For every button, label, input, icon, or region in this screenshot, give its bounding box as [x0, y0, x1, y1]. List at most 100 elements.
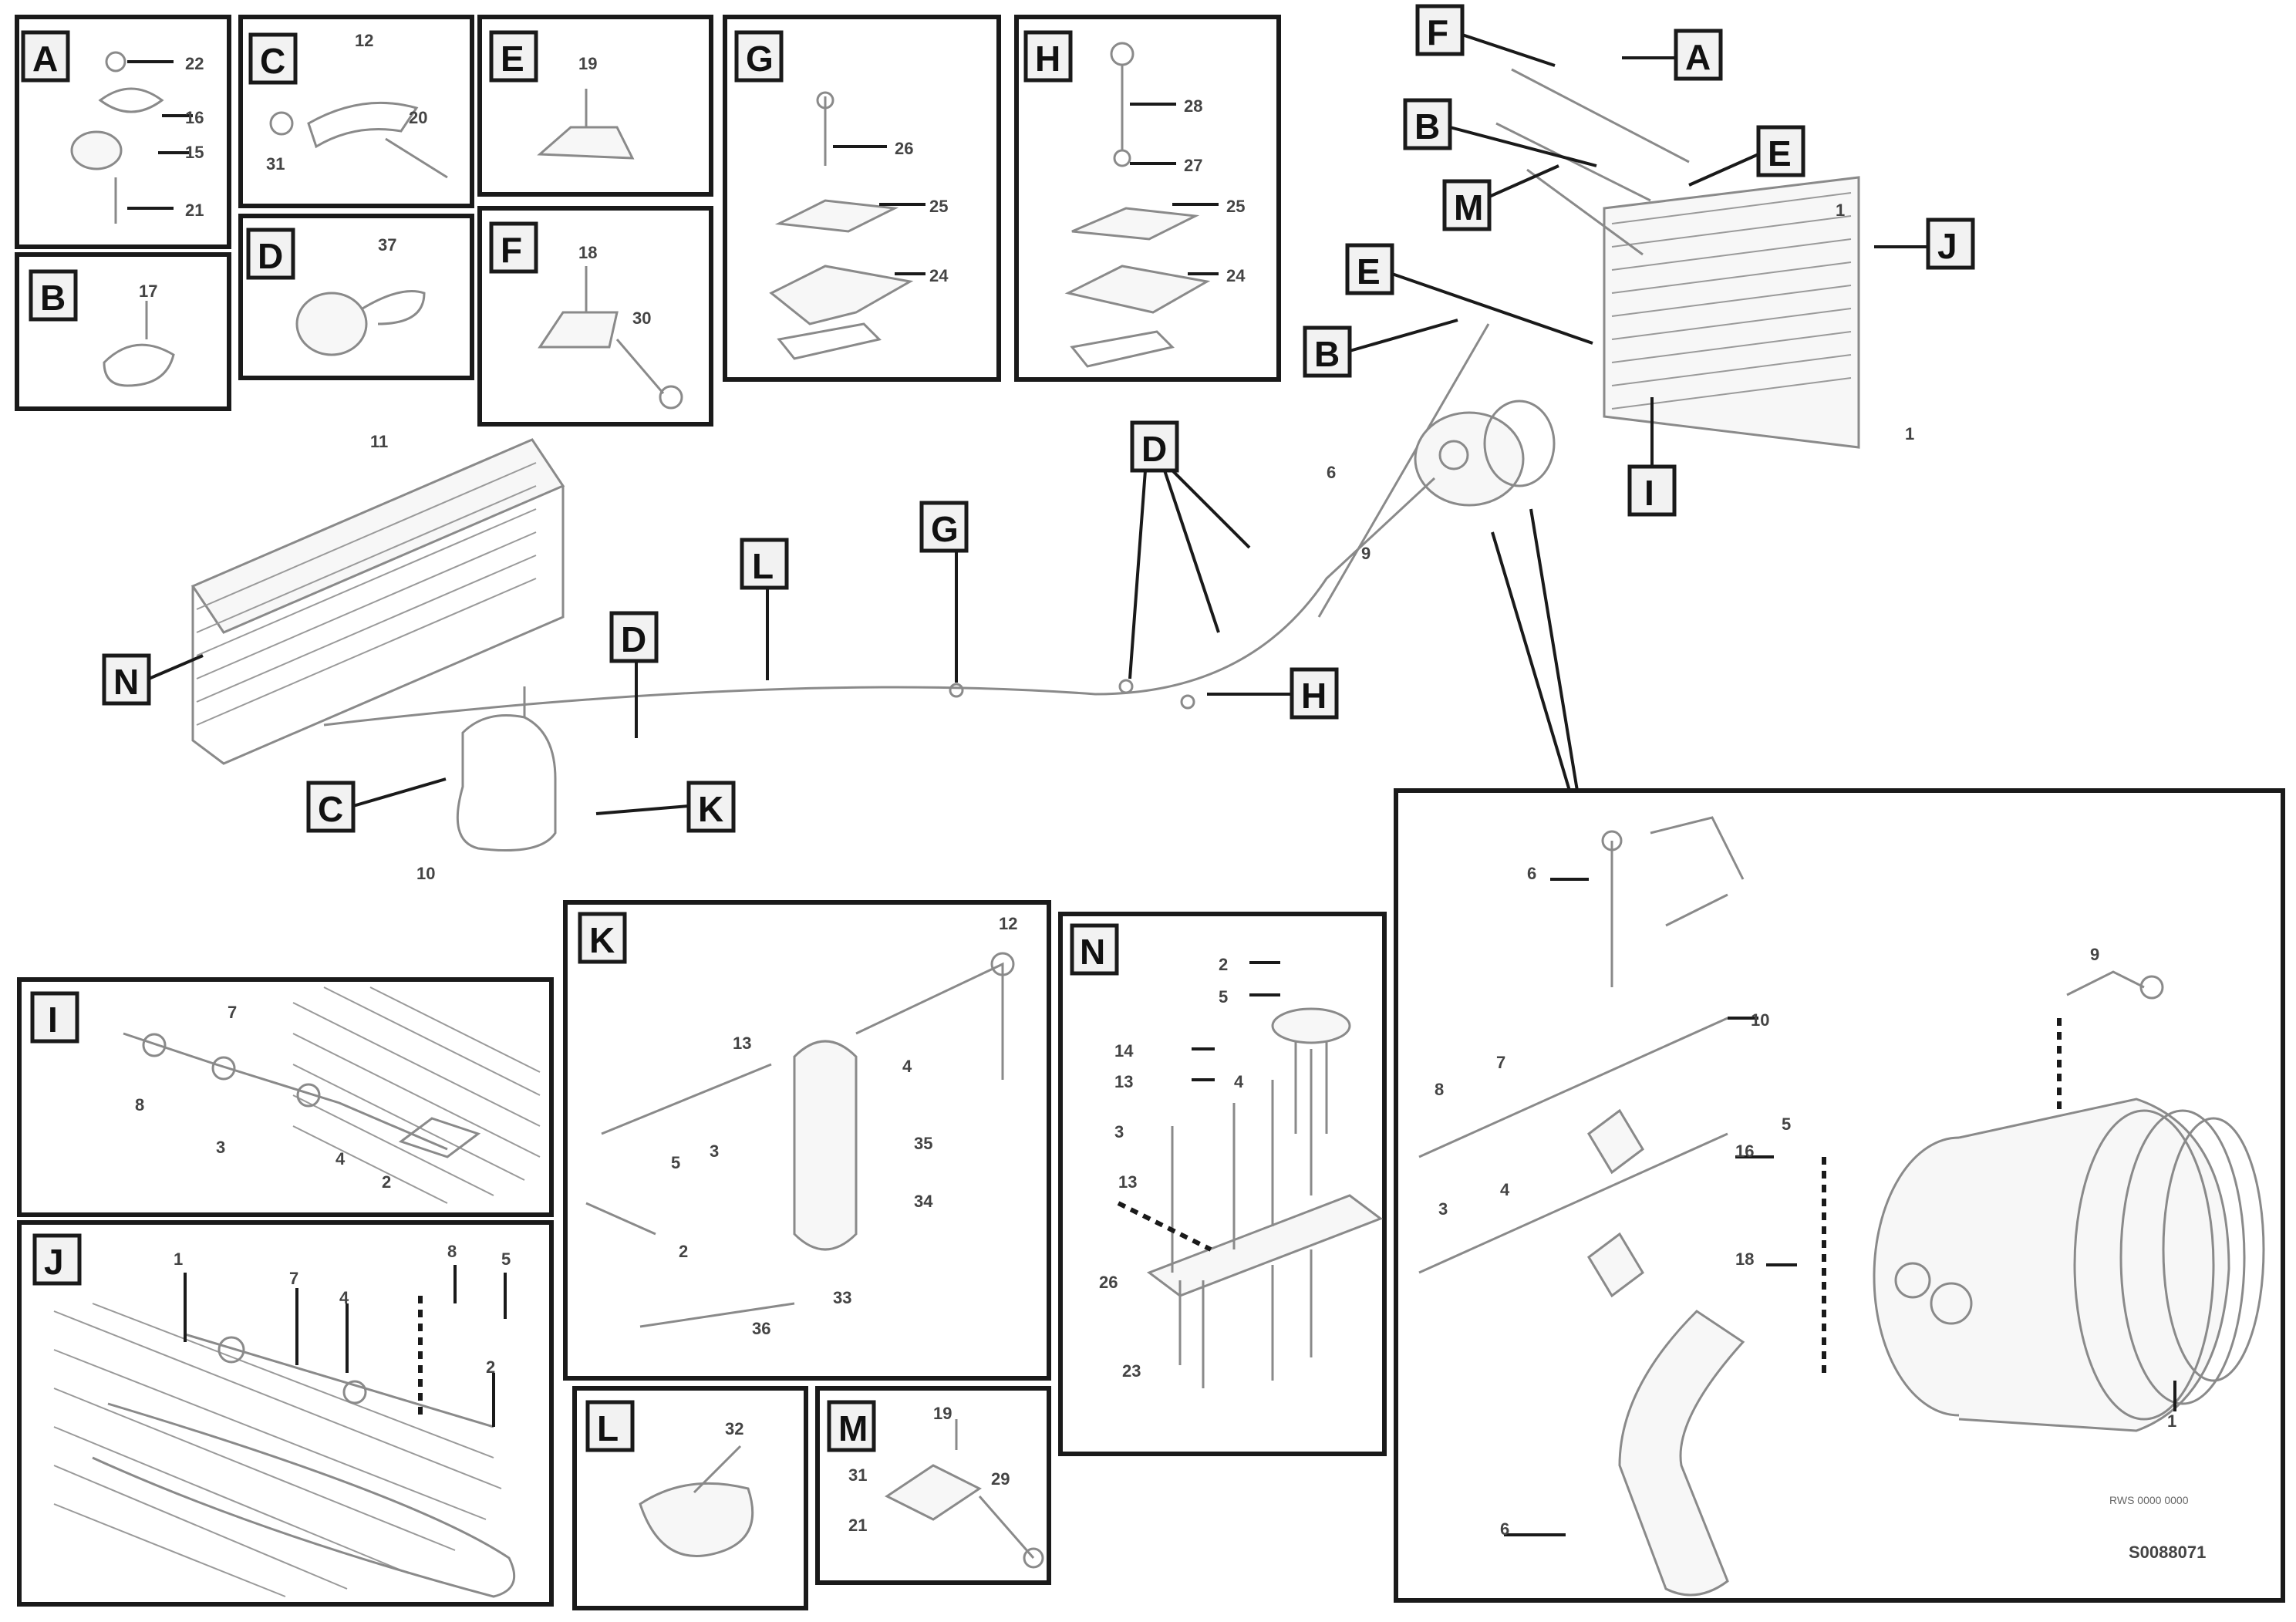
label-4-n: 4 — [1234, 1072, 1244, 1091]
label-1-top: 1 — [1836, 201, 1845, 220]
label-32: 32 — [725, 1419, 743, 1438]
callout-label-M: M — [838, 1408, 868, 1448]
label-16-cd: 16 — [1735, 1141, 1754, 1161]
detail-panel-J: J 1 7 4 8 5 2 — [17, 1220, 554, 1607]
detail-panel-M: M 19 31 29 21 — [815, 1386, 1051, 1585]
label-3-n: 3 — [1114, 1122, 1124, 1141]
label-24: 24 — [929, 266, 949, 285]
label-15: 15 — [185, 143, 204, 162]
footnote: RWS 0000 0000 — [2109, 1494, 2189, 1506]
callout-label-F: F — [501, 230, 522, 270]
label-2-j: 2 — [486, 1357, 495, 1377]
main-callouts-top-right: F A B E M J 1 E B I 1 6 9 — [1303, 4, 1975, 563]
label-22: 22 — [185, 54, 204, 73]
label-9-top: 9 — [1361, 544, 1371, 563]
callout-label-J: J — [44, 1242, 64, 1282]
label-6-top: 6 — [1327, 463, 1336, 482]
label-33: 33 — [833, 1288, 851, 1307]
condenser-assembly — [1317, 68, 1860, 618]
main-callout-E-mid: E — [1357, 251, 1381, 292]
label-8-cd: 8 — [1435, 1080, 1444, 1099]
label-6-cd: 6 — [1527, 864, 1536, 883]
main-callout-L: L — [752, 546, 774, 586]
label-12: 12 — [355, 31, 373, 50]
label-27: 27 — [1184, 156, 1202, 175]
label-36: 36 — [752, 1319, 770, 1338]
label-24-h: 24 — [1226, 266, 1246, 285]
label-31: 31 — [266, 154, 285, 174]
callout-label-L: L — [597, 1408, 619, 1448]
main-callout-F-top: F — [1427, 12, 1448, 52]
label-18: 18 — [578, 243, 597, 262]
label-23: 23 — [1122, 1361, 1141, 1381]
label-13-n2: 13 — [1118, 1172, 1137, 1192]
callout-label-C: C — [260, 41, 285, 81]
detail-panel-L: L 32 — [572, 1386, 808, 1610]
label-28: 28 — [1184, 96, 1202, 116]
label-13-n: 13 — [1114, 1072, 1133, 1091]
label-12-k: 12 — [999, 914, 1017, 933]
label-4-i: 4 — [335, 1149, 346, 1168]
label-26-n: 26 — [1099, 1273, 1118, 1292]
label-16: 16 — [185, 108, 204, 127]
label-21-m: 21 — [848, 1516, 867, 1535]
detail-panel-N: N 2 5 14 13 4 3 13 26 23 — [1058, 912, 1387, 1456]
main-callout-H: H — [1301, 676, 1327, 716]
detail-panel-B: B 17 — [15, 252, 231, 411]
label-5-n: 5 — [1219, 987, 1228, 1007]
label-2-k: 2 — [679, 1242, 688, 1261]
main-callout-E-top: E — [1768, 133, 1792, 174]
main-callout-I: I — [1644, 473, 1654, 513]
label-19: 19 — [578, 54, 597, 73]
main-callout-D-left: D — [621, 619, 646, 659]
label-11: 11 — [370, 432, 388, 451]
label-3-k: 3 — [710, 1141, 719, 1161]
callout-label-H: H — [1035, 39, 1060, 79]
detail-panel-E: E 19 — [477, 15, 713, 197]
compressor-top — [1414, 400, 1556, 507]
detail-panel-D: D 37 — [238, 214, 474, 380]
callout-label-E: E — [501, 39, 524, 79]
main-callout-C: C — [318, 789, 343, 829]
detail-panel-K: K 12 13 4 35 34 5 3 2 33 36 — [563, 900, 1051, 1381]
label-8-j: 8 — [447, 1242, 457, 1261]
label-26: 26 — [895, 139, 913, 158]
callout-label-A: A — [32, 39, 58, 79]
main-callout-M: M — [1454, 187, 1483, 228]
label-31-m: 31 — [848, 1465, 867, 1485]
main-callout-G: G — [931, 509, 959, 549]
label-17: 17 — [139, 282, 157, 301]
label-7-i: 7 — [228, 1003, 237, 1022]
label-7-j: 7 — [289, 1269, 298, 1288]
label-1-cond: 1 — [1905, 424, 1914, 443]
label-29: 29 — [991, 1469, 1010, 1489]
label-9-cd: 9 — [2090, 945, 2099, 964]
callout-label-N: N — [1080, 932, 1105, 972]
main-callout-K: K — [698, 789, 723, 829]
detail-panel-F: F 18 30 — [477, 206, 713, 427]
label-3-cd: 3 — [1438, 1199, 1448, 1219]
detail-panel-C: C 12 20 31 — [238, 15, 474, 208]
label-35: 35 — [914, 1134, 932, 1153]
main-callout-N: N — [113, 662, 139, 702]
label-2-n: 2 — [1219, 955, 1228, 974]
label-5-cd: 5 — [1782, 1114, 1791, 1134]
label-20: 20 — [409, 108, 427, 127]
label-4-cd: 4 — [1500, 1180, 1510, 1199]
callout-label-D: D — [258, 236, 283, 276]
detail-panel-G: G 26 25 24 — [723, 15, 1001, 382]
detail-panel-A: A 22 16 15 21 — [15, 15, 231, 249]
main-callout-A: A — [1685, 37, 1711, 77]
label-4-k: 4 — [902, 1057, 912, 1076]
refrigerant-line — [323, 477, 1436, 727]
label-1-cd: 1 — [2167, 1411, 2176, 1431]
main-callout-D-right: D — [1141, 429, 1167, 469]
callout-label-I: I — [48, 1000, 58, 1040]
detail-panel-I: I 7 8 3 4 2 — [17, 977, 554, 1217]
main-callout-J: J — [1937, 226, 1957, 266]
compressor-detail-panel: 6 10 16 18 8 7 3 4 5 9 6 1 RWS 0000 0000… — [1394, 508, 2285, 1603]
label-6-cd-bottom: 6 — [1500, 1519, 1509, 1539]
label-8-i: 8 — [135, 1095, 144, 1114]
label-5-j: 5 — [501, 1249, 511, 1269]
label-13-k: 13 — [733, 1034, 751, 1053]
